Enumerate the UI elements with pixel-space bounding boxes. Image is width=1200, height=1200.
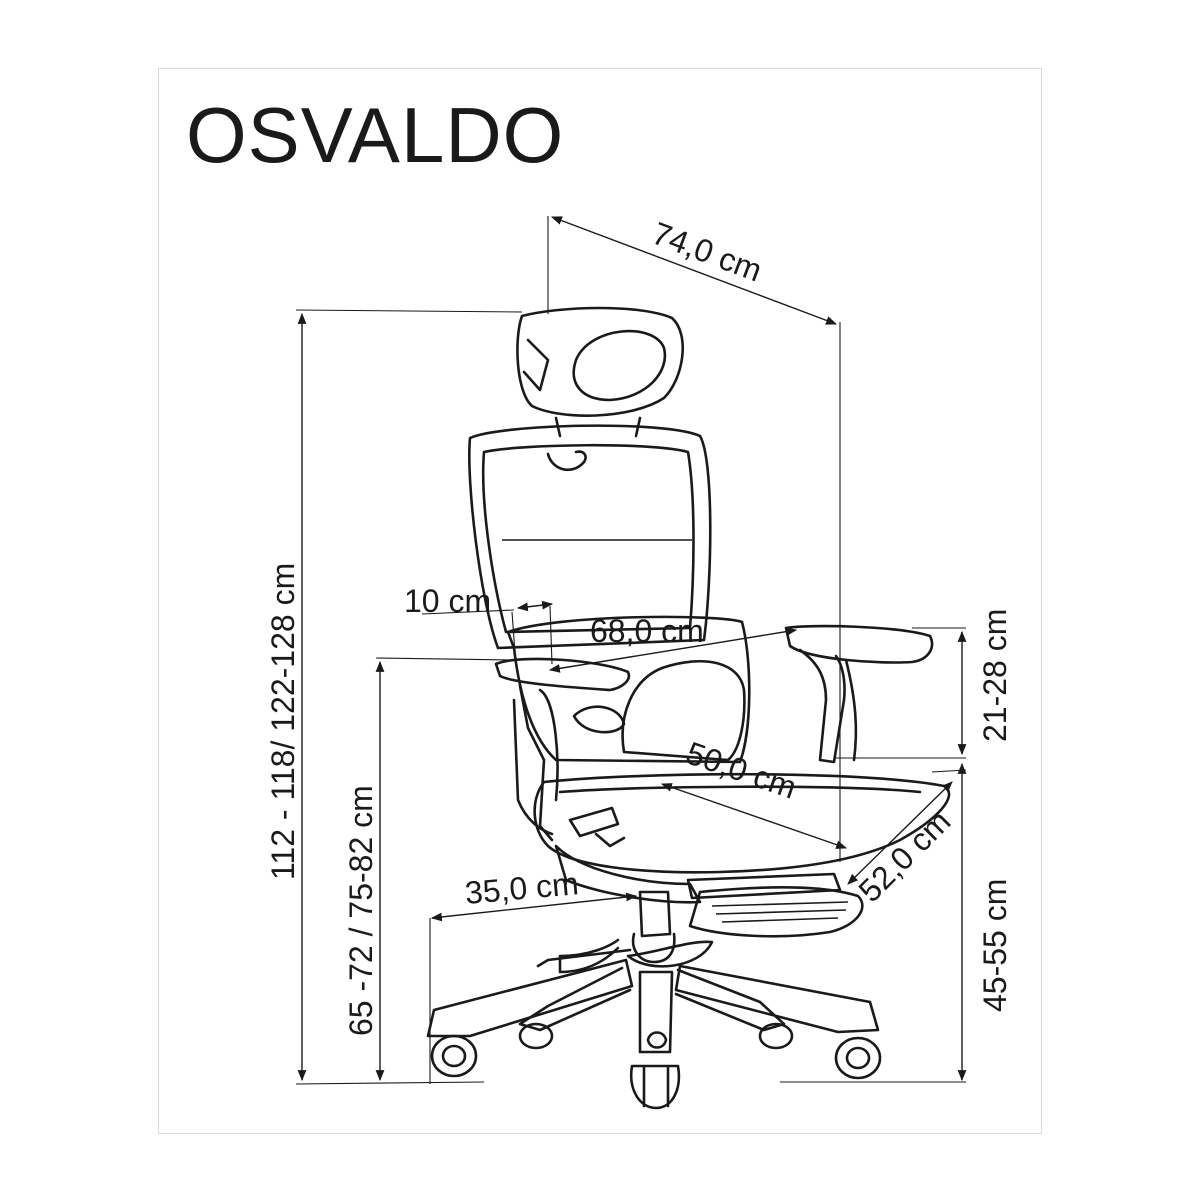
overall-depth-label: 74,0 cm [648,215,767,289]
seat-mechanism [554,844,864,938]
seat-depth-label: 50,0 cm [682,735,801,806]
armrest-adjust-label: 21-28 cm [977,609,1013,742]
casters [430,1022,882,1110]
seat-height-label: 45-55 cm [977,879,1013,1012]
chair-outline [426,306,951,1110]
drawing-frame [158,68,1042,1134]
lumbar-width-label: 10 cm [404,583,491,619]
dimension-labels: 74,0 cm 112 - 118/ 122-128 cm 65 -72 / 7… [265,215,1013,1036]
seat-width-label: 52,0 cm [851,803,957,909]
product-title: OSVALDO [186,91,565,179]
overall-width-label: 68,0 cm [590,613,704,649]
armrest-height-label: 65 -72 / 75-82 cm [343,785,379,1036]
right-armrest [784,624,934,764]
chair-base [426,890,880,1054]
dimension-lines [295,216,967,1085]
total-height-label: 112 - 118/ 122-128 cm [265,563,301,880]
backrest [468,424,712,650]
headrest [516,306,685,438]
left-armrest [494,657,631,842]
